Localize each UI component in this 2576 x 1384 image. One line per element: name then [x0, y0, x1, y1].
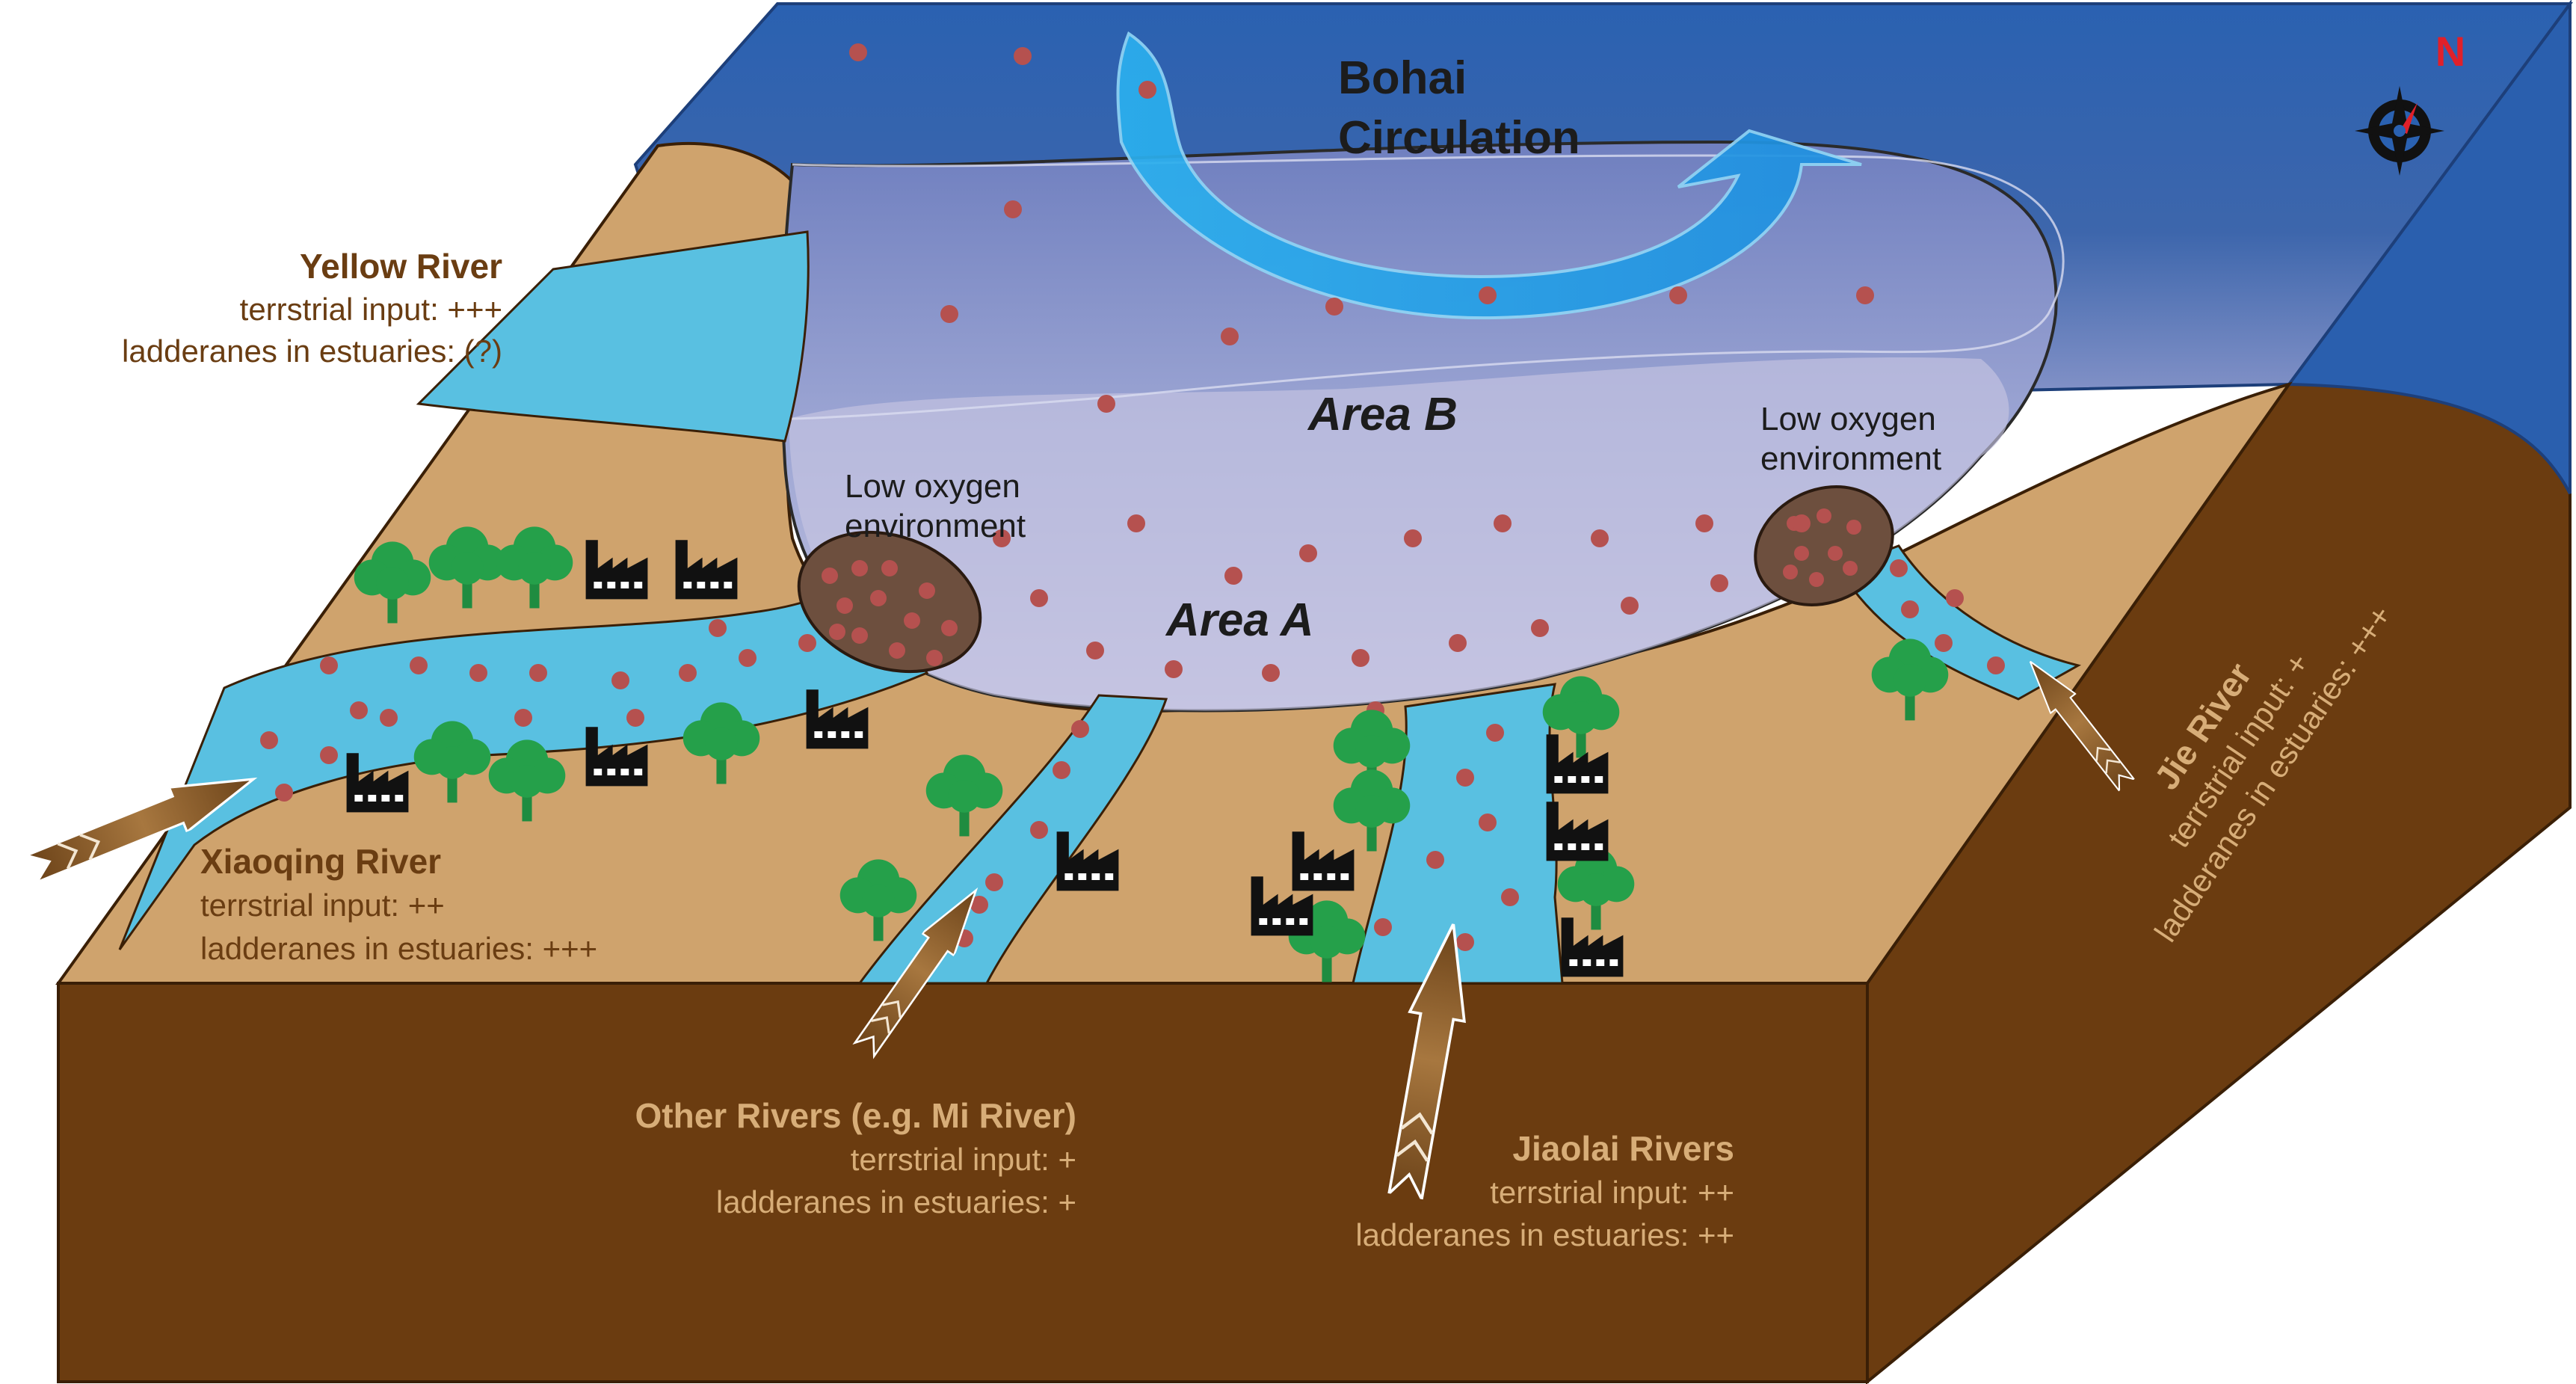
particle-dot [1127, 514, 1145, 532]
jiaolai-rivers-input: terrstrial input: ++ [1490, 1175, 1734, 1210]
particle-dot [940, 305, 958, 323]
particle-dot [1224, 567, 1242, 585]
xiaoqing-river-input: terrstrial input: ++ [200, 888, 445, 923]
particle-dot [1221, 327, 1239, 345]
particle-dot [1097, 395, 1115, 413]
other-rivers-input: terrstrial input: + [851, 1142, 1076, 1177]
compass-icon [2355, 86, 2444, 176]
particle-dot [1710, 574, 1728, 592]
other-rivers-label: Other Rivers (e.g. Mi River) terrstrial … [635, 1096, 1077, 1220]
circulation-title-line2: Circulation [1338, 112, 1580, 164]
yellow-river-name: Yellow River [300, 247, 502, 286]
particle-dot [1669, 286, 1687, 304]
xiaoqing-river-ladderanes: ladderanes in estuaries: +++ [200, 931, 597, 966]
low-oxygen-zone-west [797, 530, 982, 674]
particle-dot [1165, 660, 1183, 678]
bohai-circulation-arrow [1116, 31, 1862, 320]
low-oxygen-west-line1: Low oxygen [845, 468, 1020, 505]
particle-dot [1426, 851, 1444, 869]
particle-dot [1856, 286, 1874, 304]
other-rivers-ladderanes: ladderanes in estuaries: + [716, 1184, 1076, 1220]
particle-dot [1449, 634, 1467, 652]
particle-dot [1071, 720, 1089, 738]
particle-dot [798, 634, 816, 652]
yellow-river [416, 230, 810, 443]
particle-dot [320, 746, 338, 764]
particle-dot [739, 649, 757, 667]
particle-dot [1053, 761, 1070, 779]
low-oxygen-east-line2: environment [1760, 440, 1941, 477]
circulation-title-line1: Bohai [1338, 52, 1467, 104]
particle-dot [1494, 514, 1512, 532]
low-oxygen-west-line2: environment [845, 508, 1026, 544]
particle-dot [1501, 888, 1519, 906]
particle-layer [215, 43, 2005, 951]
particle-dot [1456, 769, 1474, 787]
particle-dot [1262, 664, 1280, 682]
particle-dot [1086, 642, 1104, 659]
yellow-river-label: Yellow River terrstrial input: +++ ladde… [122, 247, 502, 369]
particle-dot [1030, 589, 1048, 607]
particle-dot [626, 709, 644, 727]
particle-dot [1325, 298, 1343, 316]
particle-dot [410, 656, 428, 674]
jiaolai-rivers-label: Jiaolai Rivers terrstrial input: ++ ladd… [1355, 1129, 1734, 1252]
particle-dot [1299, 544, 1317, 562]
particle-dot [1987, 656, 2005, 674]
particle-dot [529, 664, 547, 682]
particle-dot [1901, 600, 1919, 618]
particle-dot [1479, 286, 1497, 304]
sea-right-face [2286, 0, 2572, 494]
xiaoqing-river-label: Xiaoqing River terrstrial input: ++ ladd… [200, 842, 597, 966]
particle-dot [679, 664, 697, 682]
jie-river [1837, 544, 2082, 701]
low-oxygen-zone-east [1754, 485, 1894, 606]
particle-dot [1374, 918, 1392, 936]
particle-dot [709, 619, 727, 637]
particle-dot [380, 709, 398, 727]
particle-dot [1456, 933, 1474, 951]
particle-dot [350, 701, 368, 719]
area-a-label: Area A [1165, 594, 1314, 646]
particle-dot [275, 784, 293, 802]
particle-dot [1621, 597, 1639, 615]
particle-dot [1946, 589, 1964, 607]
particle-dot [320, 656, 338, 674]
particle-dot [1404, 529, 1422, 547]
jiaolai-rivers-name: Jiaolai Rivers [1512, 1129, 1734, 1168]
particle-dot [1479, 814, 1497, 831]
area-b-label: Area B [1307, 389, 1458, 440]
other-rivers-name: Other Rivers (e.g. Mi River) [635, 1096, 1077, 1135]
particle-dot [1014, 47, 1032, 65]
area-b-boundary [788, 154, 2065, 420]
particle-dot [611, 671, 629, 689]
particle-dot [849, 43, 867, 61]
particle-dot [970, 896, 988, 914]
particle-dot [1352, 649, 1369, 667]
particle-dot [993, 529, 1011, 547]
particle-dot [1695, 514, 1713, 532]
area-a-zone [789, 357, 2009, 711]
particle-dot [1486, 724, 1504, 742]
particle-dot [514, 709, 532, 727]
particle-dot [1531, 619, 1549, 637]
particle-dot [260, 731, 278, 749]
particle-dot [469, 664, 487, 682]
particle-dot [1935, 634, 1953, 652]
particle-dot [1591, 529, 1609, 547]
particle-dot [1890, 559, 1908, 577]
particle-dot [1004, 200, 1022, 218]
compass-north-label: N [2435, 28, 2465, 75]
particle-dot [985, 873, 1003, 891]
particle-dot [1793, 514, 1811, 532]
low-oxygen-east-line1: Low oxygen [1760, 401, 1936, 437]
particle-dot [1030, 821, 1048, 839]
yellow-river-input: terrstrial input: +++ [240, 292, 502, 327]
jiaolai-rivers-ladderanes: ladderanes in estuaries: ++ [1355, 1217, 1734, 1252]
particle-dot [1138, 81, 1156, 99]
xiaoqing-river-name: Xiaoqing River [200, 842, 441, 881]
yellow-river-ladderanes: ladderanes in estuaries: (?) [122, 333, 502, 369]
